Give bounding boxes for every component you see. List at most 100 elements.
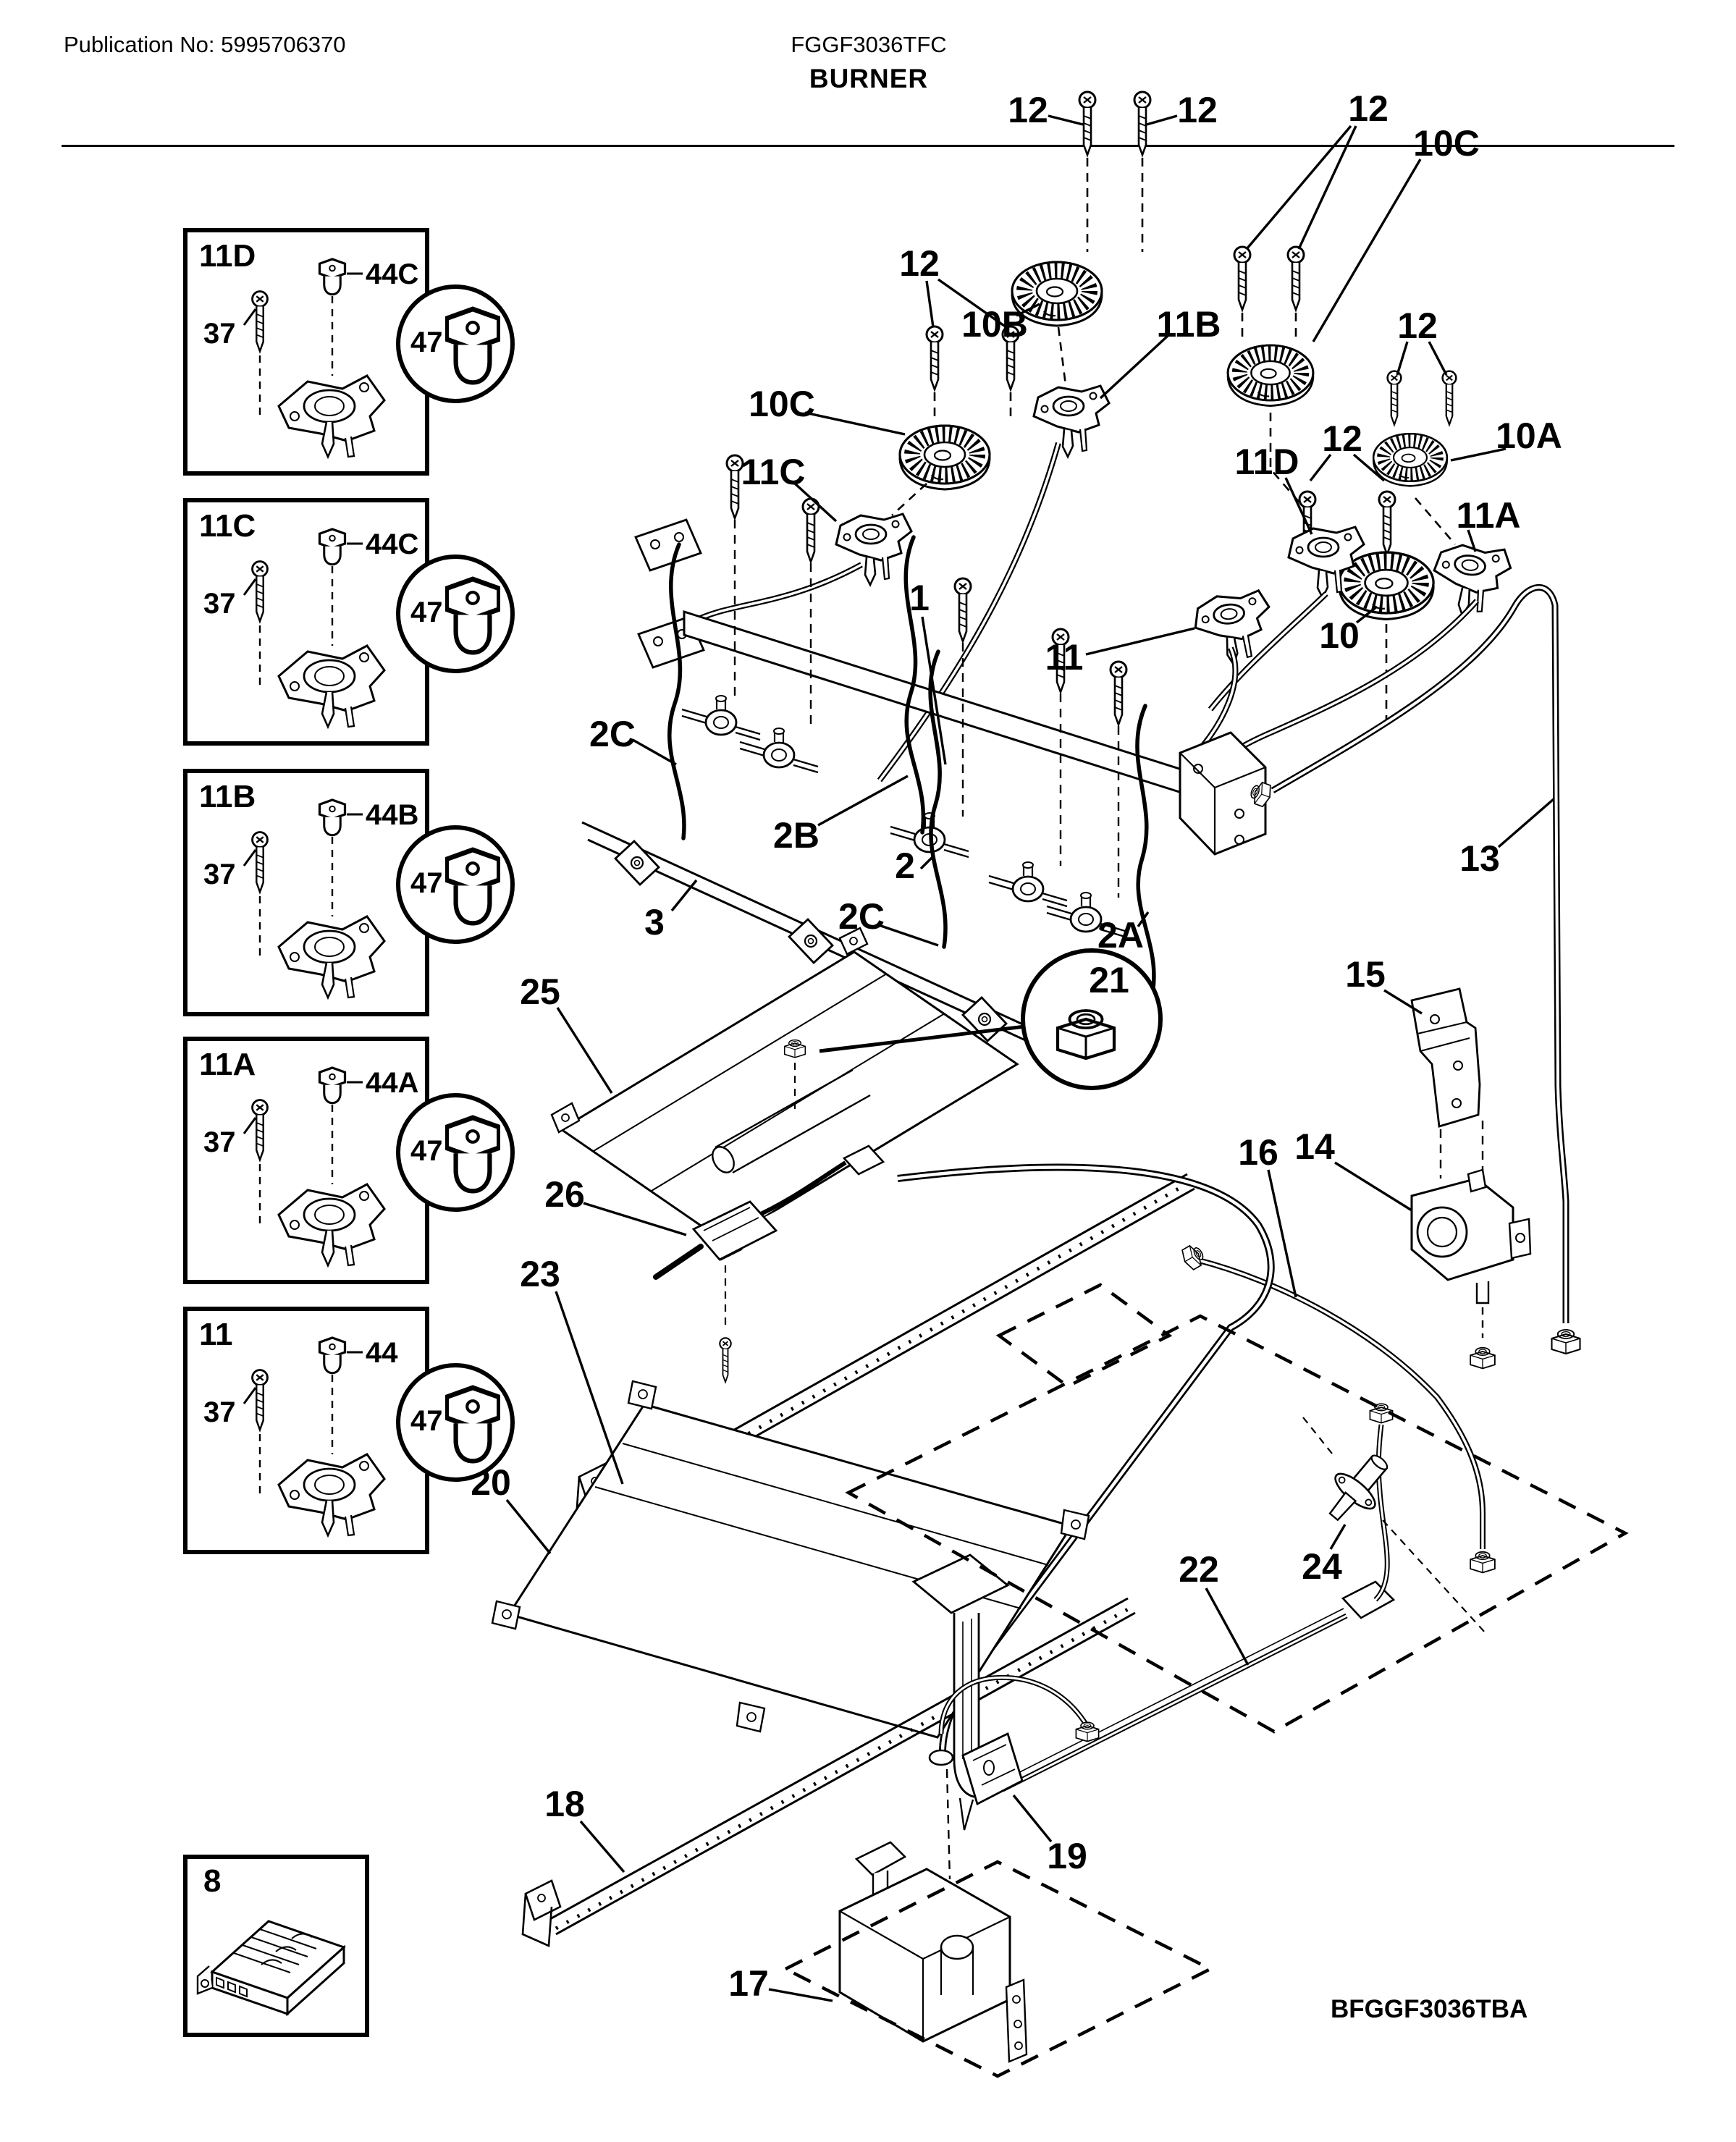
leader-line — [817, 775, 909, 827]
callout-label-10: 10 — [1319, 615, 1360, 656]
panel-label: 11D — [199, 238, 256, 274]
callout-label-2C: 2C — [589, 714, 636, 754]
callout-label-2B: 2B — [773, 815, 819, 856]
burner-head-10c-left — [900, 426, 990, 489]
leader-line — [878, 924, 939, 947]
panel-label: 11A — [199, 1047, 256, 1082]
circle-label: 47 — [410, 1405, 443, 1437]
callout-label-15: 15 — [1345, 954, 1386, 995]
callout-label-11B: 11B — [1157, 304, 1221, 345]
callout-label-10B: 10B — [961, 304, 1028, 345]
igniter-wires — [667, 535, 1156, 995]
valve-screws — [725, 454, 1128, 898]
leader-line — [505, 1498, 552, 1555]
callout-label-22: 22 — [1179, 1549, 1219, 1590]
callout-label-21: 21 — [1089, 960, 1129, 1000]
panel-label: 11 — [199, 1317, 233, 1352]
callout-label-25: 25 — [520, 971, 560, 1012]
leader-line — [1012, 1794, 1053, 1843]
leader-line — [1267, 1169, 1297, 1298]
detail-circle-47: 47 — [396, 1363, 515, 1482]
wire-harness-22 — [938, 1403, 1396, 1792]
model-number: FGGF3036TFC — [791, 32, 947, 57]
leader-line — [1048, 114, 1084, 126]
detail-circle-47: 47 — [396, 1093, 515, 1212]
burner-head-10a — [1373, 434, 1447, 486]
leader-line — [804, 411, 906, 436]
detail-panel-11b: 11B 44B 37 47 — [183, 769, 515, 1016]
callout-label-11D: 11D — [1235, 442, 1299, 482]
leader-line — [1205, 1587, 1250, 1666]
callout-label-13: 13 — [1459, 838, 1500, 879]
callout-label-11: 11 — [1045, 637, 1084, 678]
screw-callout: 37 — [203, 318, 236, 350]
callout-label-12: 12 — [1397, 305, 1438, 346]
leader-line — [921, 616, 947, 765]
detail-panel-11c: 11C 44C 37 47 — [183, 498, 515, 746]
circle-label: 47 — [410, 1135, 443, 1167]
burner-box-rail-3 — [581, 821, 1075, 1064]
callout-label-10C: 10C — [749, 384, 815, 424]
leader-line — [1297, 125, 1357, 250]
oven-valve-17 — [838, 1841, 1028, 2063]
leader-line — [1334, 1161, 1412, 1212]
header-center: FGGF3036TFC BURNER — [688, 32, 1050, 94]
leader-line — [1137, 911, 1150, 927]
detail-panel-11: 11 44 37 47 — [183, 1307, 515, 1554]
callout-label-16: 16 — [1238, 1132, 1278, 1173]
electrode-24 — [1302, 1417, 1486, 1634]
leader-line — [1085, 627, 1195, 656]
detail-circle-21 — [819, 948, 1163, 1090]
pressure-regulator-14 — [1410, 1168, 1532, 1370]
leader-line — [556, 1007, 613, 1094]
oven-igniter-26 — [653, 1144, 885, 1383]
callout-label-14: 14 — [1294, 1126, 1335, 1167]
leader-line — [579, 1820, 625, 1873]
gas-supply-pipe-13 — [1247, 583, 1581, 1355]
leader-line — [555, 1291, 624, 1485]
screw-pair-10c-right — [1233, 245, 1305, 339]
burner-alignment-dashes — [891, 326, 1456, 730]
callout-label-12: 12 — [899, 243, 940, 284]
callout-label-12: 12 — [1348, 88, 1389, 129]
nozzle-callout: 44B — [366, 799, 419, 831]
circle-label: 47 — [410, 326, 443, 358]
leader-line — [1497, 798, 1555, 848]
heat-shield-25 — [550, 927, 1019, 1261]
heat-shield-20 — [491, 1380, 1090, 1739]
callout-label-18: 18 — [544, 1784, 585, 1824]
detail-circle-47: 47 — [396, 555, 515, 673]
leader-line — [1016, 303, 1040, 317]
detail-panel-8: 8 — [183, 1855, 369, 2037]
screw-pair-10a — [1386, 370, 1457, 426]
panel-label: 11C — [199, 508, 256, 544]
nozzle-callout: 44 — [366, 1337, 398, 1369]
manifold-end-block — [1179, 731, 1267, 856]
callout-label-17: 17 — [728, 1963, 769, 2004]
callout-label-12: 12 — [1008, 90, 1048, 130]
leader-line — [1396, 341, 1409, 376]
leader-line — [1309, 453, 1332, 482]
detail-panel-11d: 11D 44C 37 47 — [183, 228, 515, 476]
dashed-reference-outlines — [782, 1283, 1629, 2078]
leader-line — [583, 1202, 687, 1236]
leader-line — [1312, 159, 1422, 342]
leader-line — [919, 854, 935, 870]
detail-circle-47: 47 — [396, 825, 515, 944]
support-bracket-19 — [961, 1732, 1024, 1806]
detail-panel-11a: 11A 44A 37 47 — [183, 1037, 515, 1284]
callout-label-23: 23 — [520, 1254, 560, 1294]
screw-callout: 37 — [203, 588, 236, 620]
callout-label-3: 3 — [644, 902, 665, 943]
callout-label-11A: 11A — [1457, 495, 1521, 536]
nozzle-callout: 44C — [366, 528, 419, 560]
callout-label-12: 12 — [1322, 418, 1362, 459]
leader-line — [1329, 1524, 1347, 1550]
burner-head-10c-right — [1228, 345, 1313, 406]
leader-line — [1146, 114, 1178, 126]
leader-line — [1099, 334, 1169, 400]
orifice-drawing — [445, 843, 500, 927]
leader-line — [670, 879, 698, 912]
screw-callout: 37 — [203, 859, 236, 890]
